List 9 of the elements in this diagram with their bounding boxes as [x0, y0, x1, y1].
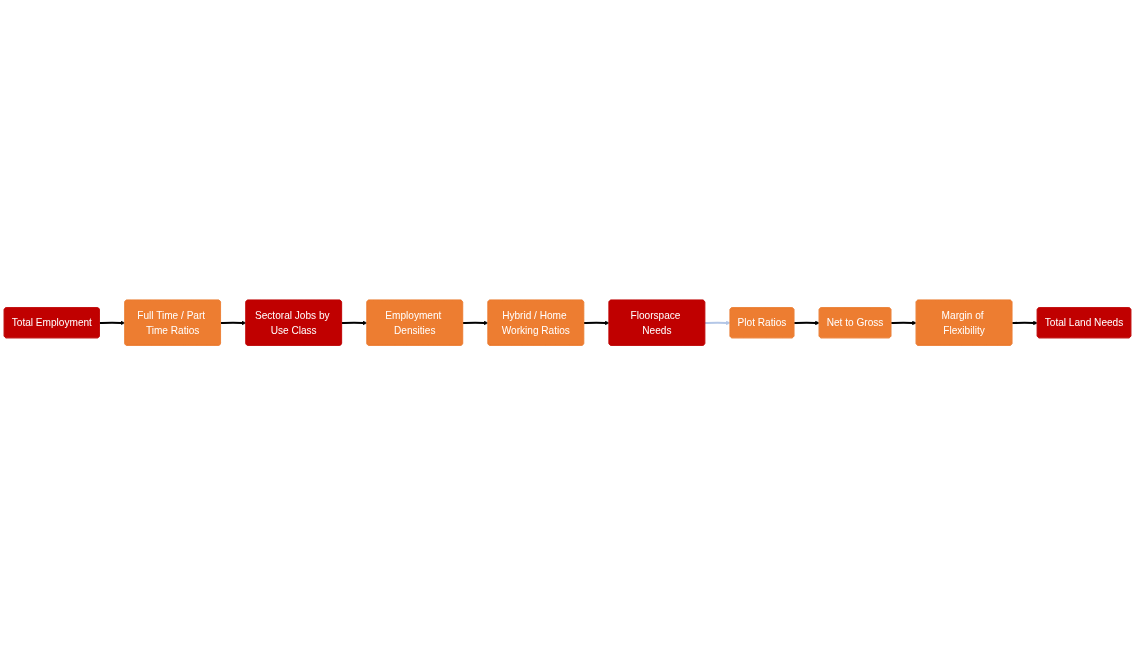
arrow — [341, 320, 368, 325]
arrow — [794, 320, 820, 325]
arrow — [99, 320, 126, 325]
arrow — [1012, 320, 1038, 325]
arrow — [220, 320, 247, 325]
arrow — [705, 320, 731, 325]
arrow — [462, 320, 489, 325]
arrow — [583, 320, 610, 325]
arrow — [891, 320, 917, 325]
